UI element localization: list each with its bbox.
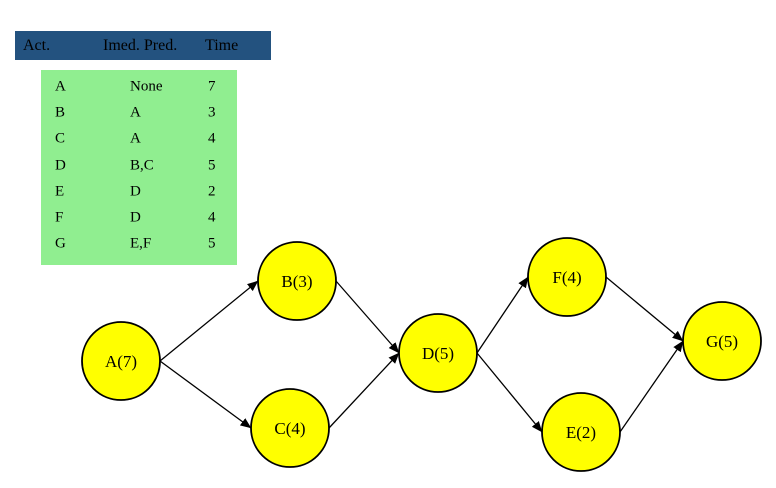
act-cell: E bbox=[55, 183, 65, 200]
node-B bbox=[257, 241, 337, 321]
node-label-F: F(4) bbox=[552, 268, 581, 287]
table-row: B A 3 bbox=[41, 100, 237, 126]
node-layer: A(7) B(3) C(4) D(5) F(4) E(2) G(5) bbox=[81, 237, 762, 472]
pred-cell: B,C bbox=[130, 157, 154, 174]
time-cell: 4 bbox=[208, 130, 216, 147]
edge-D-F bbox=[476, 276, 529, 354]
pred-cell: None bbox=[130, 78, 163, 95]
edge-D-E bbox=[476, 352, 543, 433]
table-header-bar: Act. Imed. Pred. Time bbox=[15, 31, 271, 60]
act-cell: F bbox=[55, 209, 64, 226]
act-cell: G bbox=[55, 235, 66, 252]
table-row: G E,F 5 bbox=[41, 231, 237, 257]
node-A bbox=[81, 321, 161, 401]
edge-C-D bbox=[328, 352, 400, 429]
time-cell: 2 bbox=[208, 183, 216, 200]
node-label-B: B(3) bbox=[281, 272, 312, 291]
table-row: D B,C 5 bbox=[41, 153, 237, 179]
time-cell: 7 bbox=[208, 78, 216, 95]
edge-A-B bbox=[159, 280, 259, 362]
node-label-C: C(4) bbox=[274, 419, 305, 438]
node-C bbox=[250, 388, 330, 468]
pred-cell: D bbox=[130, 209, 141, 226]
header-pred: Imed. Pred. bbox=[103, 36, 178, 54]
node-label-G: G(5) bbox=[706, 332, 738, 351]
time-cell: 3 bbox=[208, 104, 216, 121]
pred-cell: A bbox=[130, 130, 141, 147]
table-row: E D 2 bbox=[41, 179, 237, 205]
node-label-E: E(2) bbox=[566, 423, 596, 442]
act-cell: B bbox=[55, 104, 66, 121]
act-cell: C bbox=[55, 130, 66, 147]
header-act: Act. bbox=[23, 36, 51, 54]
table-row: C A 4 bbox=[41, 126, 237, 152]
act-cell: D bbox=[55, 157, 66, 174]
pred-cell: D bbox=[130, 183, 141, 200]
node-E bbox=[541, 392, 621, 472]
activity-table: A None 7 B A 3 C A 4 D B,C 5 E D 2 F D 4 bbox=[41, 70, 237, 265]
pred-cell: A bbox=[130, 104, 141, 121]
edge-B-D bbox=[335, 280, 400, 354]
act-cell: A bbox=[55, 78, 66, 95]
time-cell: 5 bbox=[208, 235, 216, 252]
edge-E-G bbox=[619, 340, 684, 433]
node-label-D: D(5) bbox=[422, 344, 454, 363]
node-G bbox=[682, 301, 762, 381]
time-cell: 4 bbox=[208, 209, 216, 226]
table-row: A None 7 bbox=[41, 74, 237, 100]
edge-A-C bbox=[159, 360, 252, 429]
time-cell: 5 bbox=[208, 157, 216, 174]
pred-cell: E,F bbox=[130, 235, 152, 252]
node-F bbox=[527, 237, 607, 317]
table-row: F D 4 bbox=[41, 205, 237, 231]
node-label-A: A(7) bbox=[105, 352, 137, 371]
edge-layer bbox=[159, 276, 684, 433]
node-D bbox=[398, 313, 478, 393]
header-time: Time bbox=[205, 36, 239, 54]
edge-F-G bbox=[605, 276, 684, 342]
